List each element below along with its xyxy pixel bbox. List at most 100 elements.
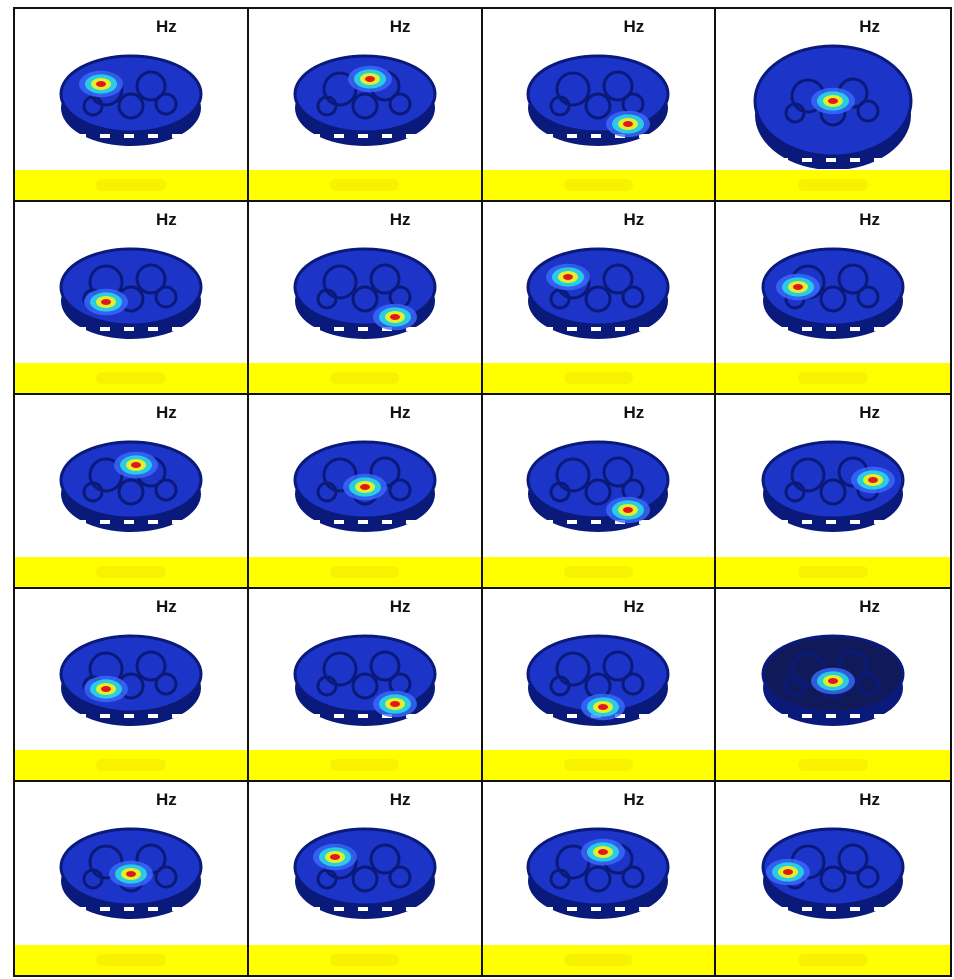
mode-cell: Hz — [248, 202, 483, 396]
rim-slot — [591, 906, 602, 911]
gear-ring — [602, 70, 634, 102]
stress-hotspot — [623, 507, 634, 514]
rim-slot — [802, 520, 813, 525]
rim-slot — [567, 713, 578, 718]
gear-ring — [351, 672, 379, 700]
rim-slot — [850, 158, 861, 162]
mode-cell: Hz — [15, 588, 249, 782]
mode-cell: Hz — [482, 588, 717, 782]
rim-slot — [309, 713, 320, 718]
caption-band — [716, 556, 950, 587]
gear-ring — [584, 285, 612, 313]
redacted-caption — [563, 372, 634, 385]
rim-slot — [615, 327, 626, 332]
redacted-caption — [563, 179, 634, 192]
rim-slot — [405, 520, 416, 525]
gear-ring — [135, 263, 167, 295]
gear-ring — [856, 672, 880, 696]
rim-slot — [309, 134, 320, 138]
gear-ring — [621, 285, 645, 309]
rim-slot — [75, 906, 86, 911]
gear-ring — [316, 95, 338, 117]
rim-slot — [543, 327, 554, 332]
rim-slot — [123, 134, 134, 138]
frequency-label: Hz — [389, 17, 411, 36]
rim-slot — [405, 134, 416, 138]
rim-slot — [874, 327, 885, 332]
gear-ring — [316, 868, 338, 890]
gear-ring — [584, 478, 612, 506]
mode-cell: Hz — [716, 9, 950, 203]
rim-slot — [357, 134, 368, 138]
movement-model-render — [59, 247, 203, 340]
stress-hotspot — [598, 703, 609, 710]
mode-cell: Hz — [482, 781, 717, 975]
frequency-label: Hz — [623, 403, 645, 423]
rim-slot — [567, 134, 578, 138]
redacted-caption — [329, 953, 400, 966]
rim-slot — [405, 906, 416, 911]
stress-hotspot — [130, 462, 141, 469]
rim-slot — [802, 158, 813, 162]
frequency-label: Hz — [155, 596, 177, 616]
redacted-caption — [798, 758, 869, 771]
rim-slot — [123, 327, 134, 332]
frequency-label: Hz — [155, 210, 177, 230]
gear-ring — [837, 843, 869, 875]
mode-cell: Hz — [248, 9, 483, 203]
gear-ring — [621, 672, 645, 696]
rim-slot — [381, 134, 392, 138]
caption-band — [15, 170, 247, 201]
rim-slot — [639, 327, 650, 332]
rim-slot — [147, 520, 158, 525]
rim-slot — [802, 713, 813, 718]
gear-ring — [856, 99, 880, 123]
rim-slot — [778, 520, 789, 525]
movement-model-render — [293, 440, 437, 533]
gear-ring — [154, 865, 178, 889]
rim-slot — [333, 327, 344, 332]
stress-hotspot — [868, 477, 879, 484]
gear-ring — [549, 868, 571, 890]
gear-ring — [316, 481, 338, 503]
gear-ring — [819, 865, 847, 893]
gear-ring — [117, 478, 145, 506]
rim-slot — [543, 713, 554, 718]
gear-ring — [135, 70, 167, 102]
redacted-caption — [798, 953, 869, 966]
redacted-caption — [329, 179, 400, 192]
rim-slot — [357, 520, 368, 525]
gear-ring — [388, 865, 412, 889]
rim-slot — [874, 713, 885, 718]
rim-slot — [99, 520, 110, 525]
rim-slot — [778, 327, 789, 332]
redacted-caption — [96, 953, 166, 966]
gear-ring — [837, 263, 869, 295]
movement-model-render — [293, 634, 437, 726]
rim-slot — [591, 134, 602, 138]
stress-hotspot — [125, 870, 136, 877]
redacted-caption — [329, 372, 400, 385]
frequency-label: Hz — [859, 596, 880, 616]
gear-ring — [351, 285, 379, 313]
gear-ring — [351, 92, 379, 120]
stress-hotspot — [100, 685, 111, 692]
rim-slot — [333, 134, 344, 138]
rim-slot — [99, 327, 110, 332]
gear-ring — [784, 102, 806, 124]
caption-band — [482, 556, 715, 587]
mode-cell: Hz — [716, 202, 950, 396]
gear-ring — [82, 95, 104, 117]
rim-slot — [147, 713, 158, 718]
frequency-label: Hz — [623, 210, 645, 230]
movement-model-render — [293, 827, 437, 919]
movement-model-render — [761, 247, 905, 340]
rim-slot — [123, 520, 134, 525]
mode-cell: Hz — [15, 395, 249, 589]
gear-ring — [549, 95, 571, 117]
gear-ring — [322, 264, 358, 300]
caption-band — [716, 944, 950, 975]
stress-hotspot — [828, 98, 839, 104]
frequency-label: Hz — [155, 403, 177, 423]
gear-ring — [602, 456, 634, 488]
